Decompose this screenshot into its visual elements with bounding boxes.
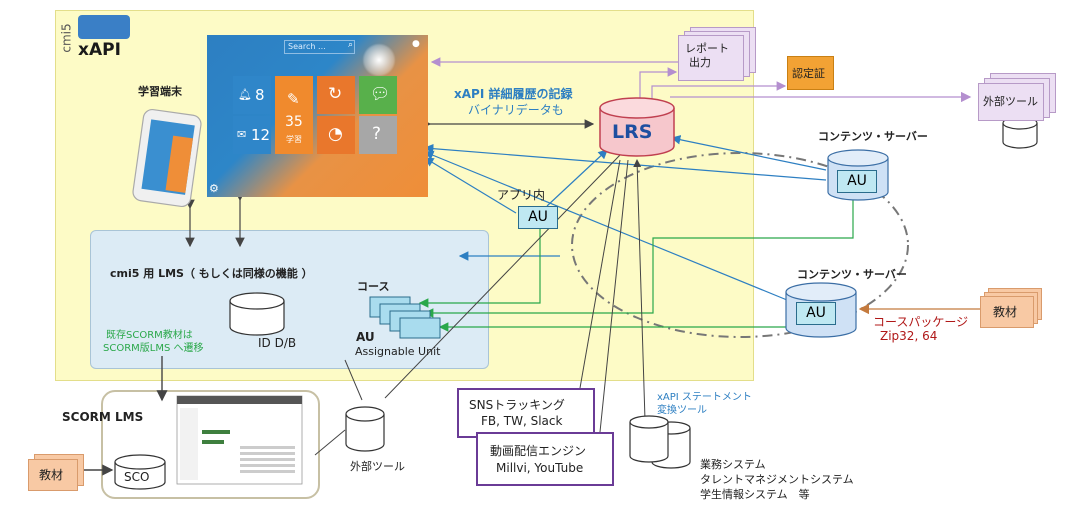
scorm-ext-link xyxy=(314,429,346,456)
material-left-label: 教材 xyxy=(39,468,64,482)
tile-chat[interactable]: 💬︎ xyxy=(359,76,397,114)
lrs-label: LRS xyxy=(612,121,653,143)
content-server-2-label: コンテンツ・サーバー xyxy=(797,268,907,281)
search-input[interactable]: Search ... xyxy=(284,40,355,54)
chat-icon: 💬︎ xyxy=(370,84,391,103)
server-1-au-box: AU xyxy=(837,170,877,193)
phone-device xyxy=(132,108,202,208)
content-server-ellipse xyxy=(571,152,909,338)
cmi5-xapi-logo: cmi5 xAPI xyxy=(60,13,136,65)
tile-messages[interactable]: ✉ 12 xyxy=(233,116,271,154)
id-db-cylinder xyxy=(229,292,285,336)
scorm-note-line1: 既存SCORM教材は xyxy=(106,330,193,341)
app-au-course-link xyxy=(418,229,541,308)
xapi-logo-text: xAPI xyxy=(78,40,121,60)
search-icon[interactable]: ⌕ xyxy=(348,40,354,50)
course-label: コース xyxy=(357,280,390,293)
report-doc: レポート 出力 xyxy=(678,35,744,81)
tile-help[interactable]: ? xyxy=(359,116,397,154)
course-package-label: コースパッケージ xyxy=(873,315,969,329)
video-engine-title: 動画配信エンジン xyxy=(490,444,587,458)
business-system-line3: 学生情報システム 等 xyxy=(700,488,810,501)
tile-refresh[interactable]: ↻ xyxy=(317,76,355,114)
ext-tool-au-link xyxy=(344,359,363,401)
server-au2-tablet-link xyxy=(423,150,788,301)
video-lrs-link xyxy=(599,159,629,433)
xapi-record-subtitle: バイナリデータも xyxy=(468,103,564,117)
sns-tracking-title: SNSトラッキング xyxy=(469,398,565,412)
business-system-line1: 業務システム xyxy=(700,458,766,471)
server-2-au-box: AU xyxy=(796,302,836,325)
user-icon[interactable]: ● xyxy=(412,39,420,49)
pie-chart-icon: ◔ xyxy=(328,124,343,144)
course-package-format: Zip32, 64 xyxy=(880,329,938,343)
mail-icon: ✉ xyxy=(237,128,247,141)
id-db-label: ID D/B xyxy=(258,336,297,350)
report-label-line1: レポート xyxy=(685,42,729,55)
scorm-lms-label: SCORM LMS xyxy=(62,410,144,424)
sco-label: SCO xyxy=(124,470,150,484)
app-au-box: AU xyxy=(518,206,558,229)
sco-cylinder xyxy=(114,454,166,490)
bell-icon: 🔔︎ xyxy=(238,88,252,101)
material-right-doc: 教材 xyxy=(980,296,1034,328)
xapi-convert-subtitle: 変換ツール xyxy=(657,405,707,416)
tile-chart[interactable]: ◔ xyxy=(317,116,355,154)
certificate-box: 認定証 xyxy=(787,56,834,90)
server-au1-lrs-link xyxy=(670,135,827,171)
tablet-screen: Search ... ⌕ ● 🔔︎ 8 ✎ 35 学習 ↻ 💬︎ ✉ 12 ◔ … xyxy=(207,35,428,197)
tile-message-count: 12 xyxy=(251,126,271,144)
sns-tracking-box: SNSトラッキング FB, TW, Slack xyxy=(457,388,595,438)
xapi-convert-title: xAPI ステートメント xyxy=(657,392,752,403)
device-label: 学習端末 xyxy=(138,85,182,98)
external-tool-db-bottom xyxy=(345,406,385,452)
tile-notifications[interactable]: 🔔︎ 8 xyxy=(233,76,271,114)
business-db-cylinders xyxy=(629,415,691,469)
lrs-cylinder xyxy=(599,97,675,157)
logo-mark xyxy=(78,15,130,39)
convert-lrs-link xyxy=(633,159,646,421)
external-tool-doc: 外部ツール xyxy=(978,83,1044,121)
external-tool-bottom-label: 外部ツール xyxy=(350,460,405,473)
scorm-note-line2: SCORM版LMS へ遷移 xyxy=(103,343,204,354)
server-au1-tablet-link xyxy=(423,143,827,181)
lrs-cert-link xyxy=(651,81,787,100)
sns-lrs-link xyxy=(579,159,621,389)
server-au1-course-link xyxy=(423,197,854,318)
video-engine-box: 動画配信エンジン Millvi, YouTube xyxy=(476,432,614,486)
au-label: AU xyxy=(356,330,375,344)
material-left-doc: 教材 xyxy=(28,459,78,491)
tile-score-label: 学習 xyxy=(286,135,302,144)
course-cards xyxy=(369,296,441,339)
refresh-icon: ↻ xyxy=(328,84,343,104)
certificate-label: 認定証 xyxy=(792,67,825,80)
video-engine-services: Millvi, YouTube xyxy=(496,461,584,475)
app-au-tablet-link xyxy=(423,157,517,214)
app-label: アプリ内 xyxy=(497,188,546,202)
material-right-label: 教材 xyxy=(993,305,1018,319)
ext-tool-lrs-link xyxy=(384,154,621,399)
tile-score-value: 35 xyxy=(285,114,303,130)
sns-tracking-services: FB, TW, Slack xyxy=(481,414,563,428)
tile-notification-count: 8 xyxy=(255,86,265,104)
xapi-record-title: xAPI 詳細履歴の記録 xyxy=(454,87,573,101)
tile-score[interactable]: ✎ 35 学習 xyxy=(275,76,313,154)
cmi5-logo-text: cmi5 xyxy=(59,23,74,53)
scorm-lms-screenshot xyxy=(176,395,303,485)
external-tool-db-top xyxy=(1002,116,1038,149)
assignable-unit-label: Assignable Unit xyxy=(355,345,441,358)
app-au-lrs-link xyxy=(546,149,608,207)
question-icon: ? xyxy=(372,124,382,144)
settings-icon[interactable]: ⚙ xyxy=(209,182,219,195)
content-server-1-label: コンテンツ・サーバー xyxy=(818,130,928,143)
report-label-line2: 出力 xyxy=(689,56,711,69)
pencil-icon: ✎ xyxy=(287,90,300,108)
lrs-report-link xyxy=(639,67,678,100)
business-system-line2: タレントマネジメントシステム xyxy=(700,473,854,486)
external-tool-top-label: 外部ツール xyxy=(983,95,1038,108)
lms-title: cmi5 用 LMS（ もしくは同様の機能 ） xyxy=(110,267,313,280)
glow-orb xyxy=(362,43,396,77)
